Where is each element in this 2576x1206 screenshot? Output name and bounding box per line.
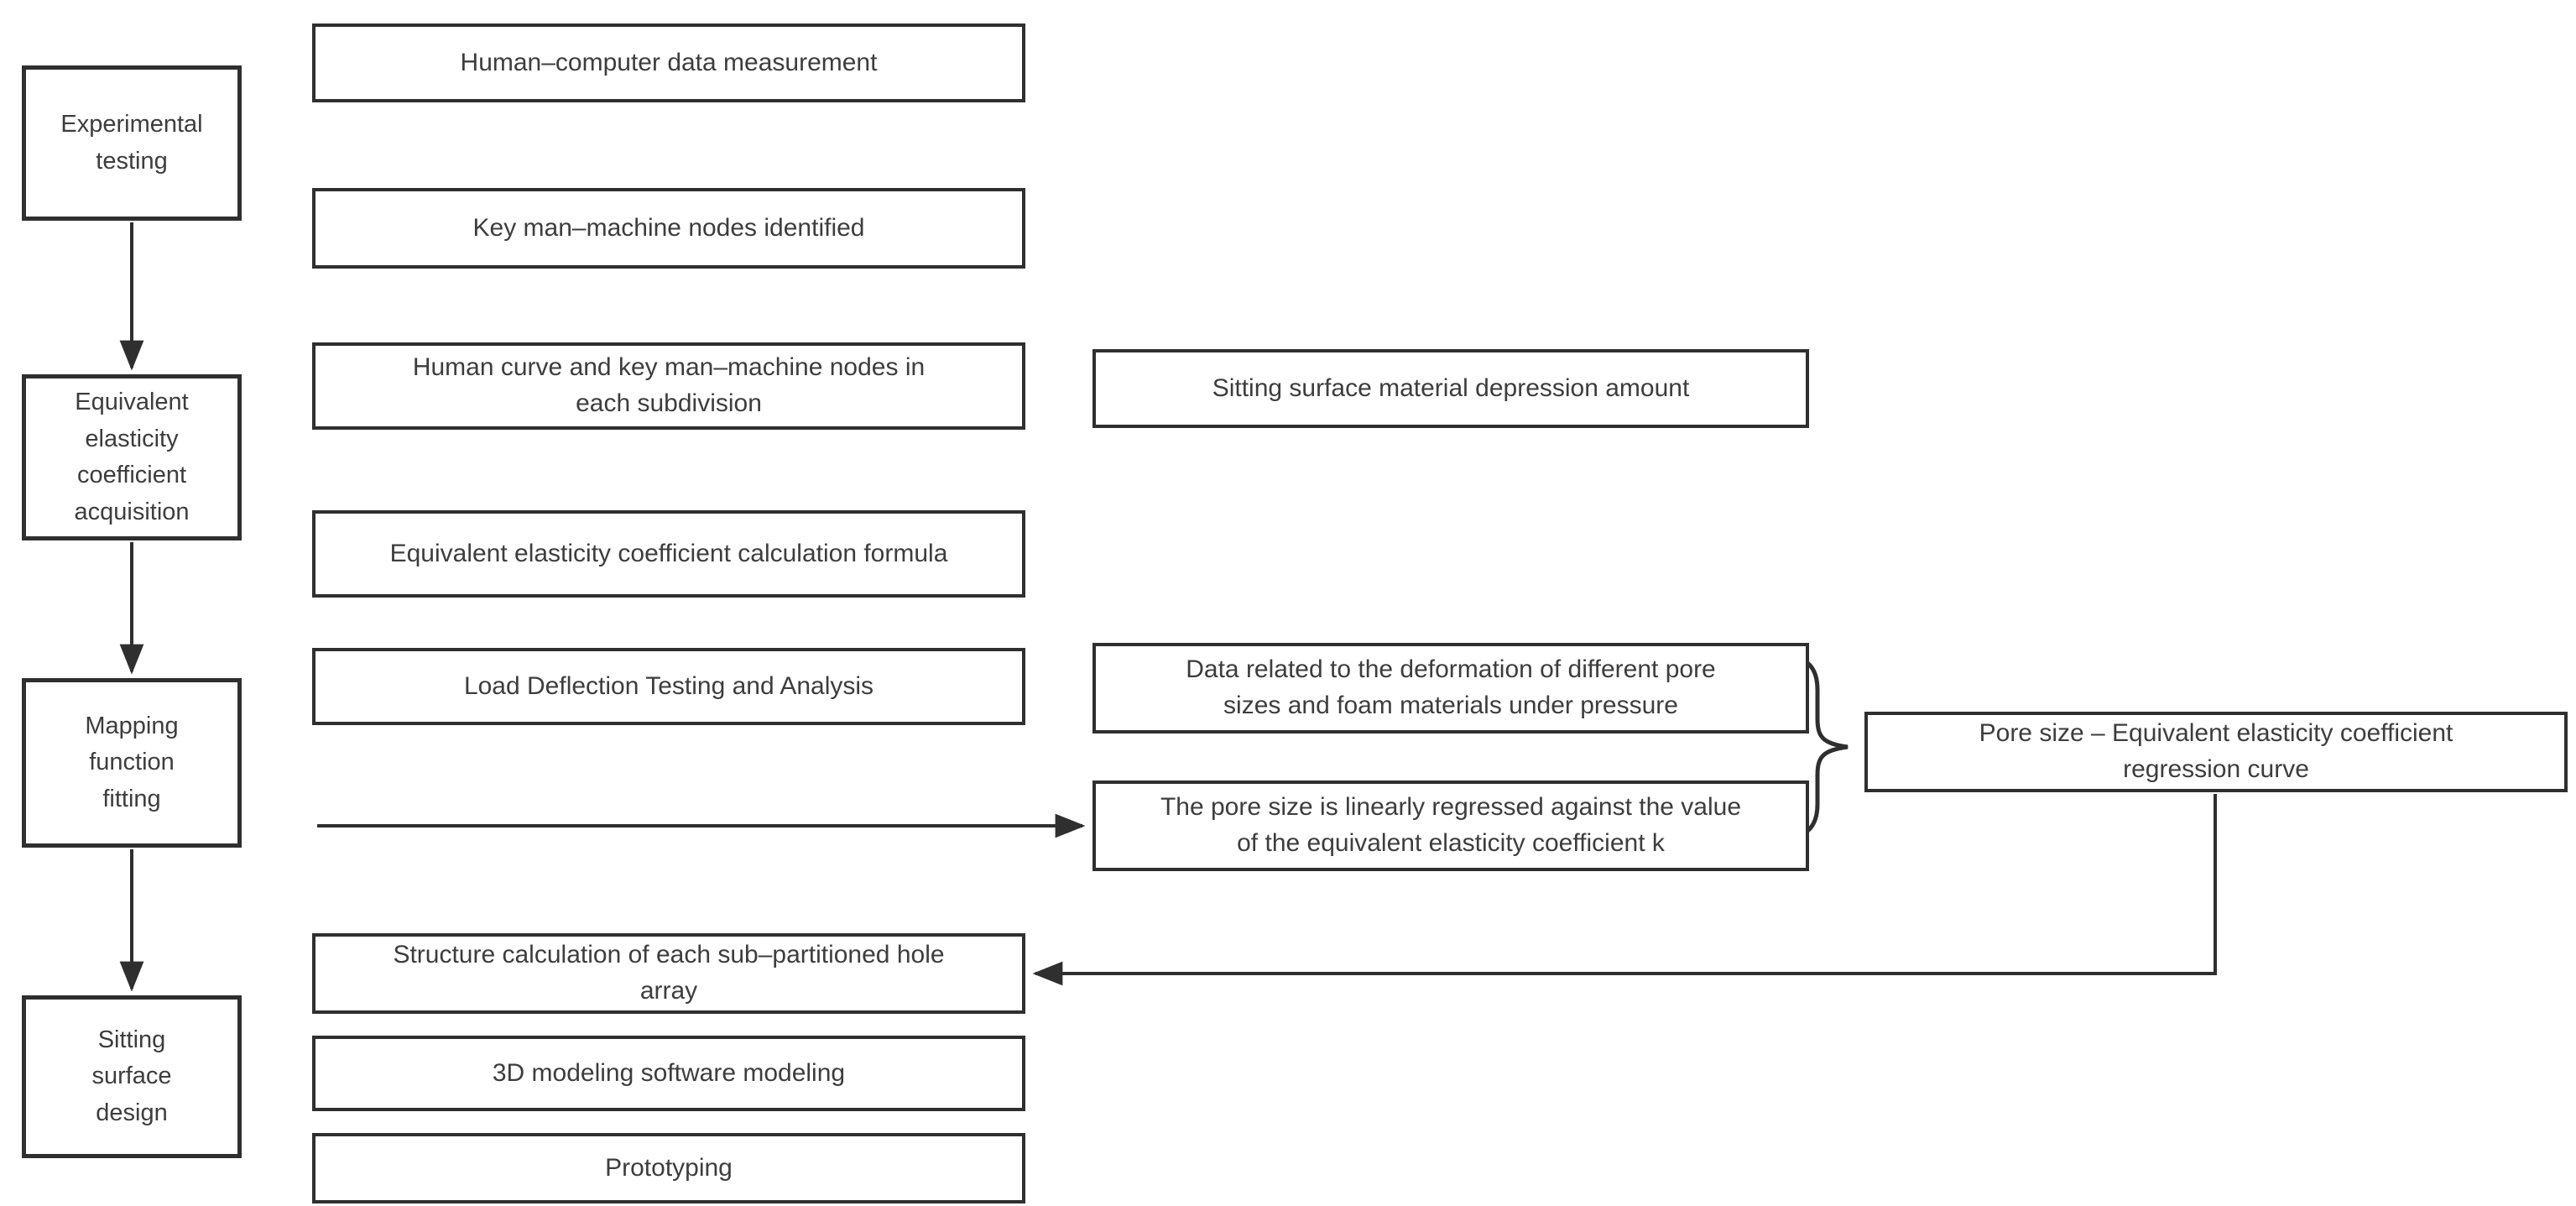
stage-box-mapping-function-fitting: Mapping function fitting (22, 678, 242, 848)
step-label: Prototyping (605, 1153, 733, 1182)
stage-box-experimental-testing: Experimental testing (22, 65, 242, 221)
output-box-linear-regression: The pore size is linearly regressed agai… (1092, 781, 1809, 871)
step-label: Load Deflection Testing and Analysis (463, 671, 874, 700)
result-box-regression-curve: Pore size – Equivalent elasticity coeffi… (1864, 712, 2568, 792)
step-box-load-deflection-testing: Load Deflection Testing and Analysis (312, 648, 1025, 725)
step-box-structure-calculation: Structure calculation of each sub–partit… (312, 933, 1025, 1014)
stage-box-equivalent-elasticity-acquisition: Equivalent elasticity coefficient acquis… (22, 374, 242, 540)
step-label: Key man–machine nodes identified (472, 213, 865, 242)
stage-label: Sitting surface design (91, 1026, 172, 1126)
step-box-calculation-formula: Equivalent elasticity coefficient calcul… (312, 510, 1025, 598)
step-box-key-man-machine-nodes-identified: Key man–machine nodes identified (312, 188, 1025, 269)
output-box-material-depression: Sitting surface material depression amou… (1092, 349, 1809, 428)
step-label: Equivalent elasticity coefficient calcul… (389, 539, 948, 567)
step-label: Human curve and key man–machine nodes in… (412, 353, 926, 417)
result-label: Pore size – Equivalent elasticity coeffi… (1979, 719, 2453, 783)
step-label: Structure calculation of each sub–partit… (393, 941, 945, 1005)
output-label: Sitting surface material depression amou… (1212, 373, 1690, 402)
stage-box-sitting-surface-design: Sitting surface design (22, 995, 242, 1158)
output-label: The pore size is linearly regressed agai… (1160, 793, 1742, 857)
step-label: 3D modeling software modeling (492, 1058, 846, 1087)
step-box-human-curve-and-key-nodes: Human curve and key man–machine nodes in… (312, 342, 1025, 430)
step-label: Human–computer data measurement (460, 48, 878, 76)
stage-label: Equivalent elasticity coefficient acquis… (74, 389, 190, 525)
output-label: Data related to the deformation of diffe… (1186, 655, 1716, 719)
stage-label: Mapping function fitting (85, 712, 179, 812)
step-box-human-computer-data-measurement: Human–computer data measurement (312, 23, 1025, 102)
step-box-prototyping: Prototyping (312, 1133, 1025, 1203)
step-box-3d-modeling: 3D modeling software modeling (312, 1036, 1025, 1111)
output-box-deformation-data: Data related to the deformation of diffe… (1092, 643, 1809, 734)
stage-label: Experimental testing (60, 111, 203, 175)
